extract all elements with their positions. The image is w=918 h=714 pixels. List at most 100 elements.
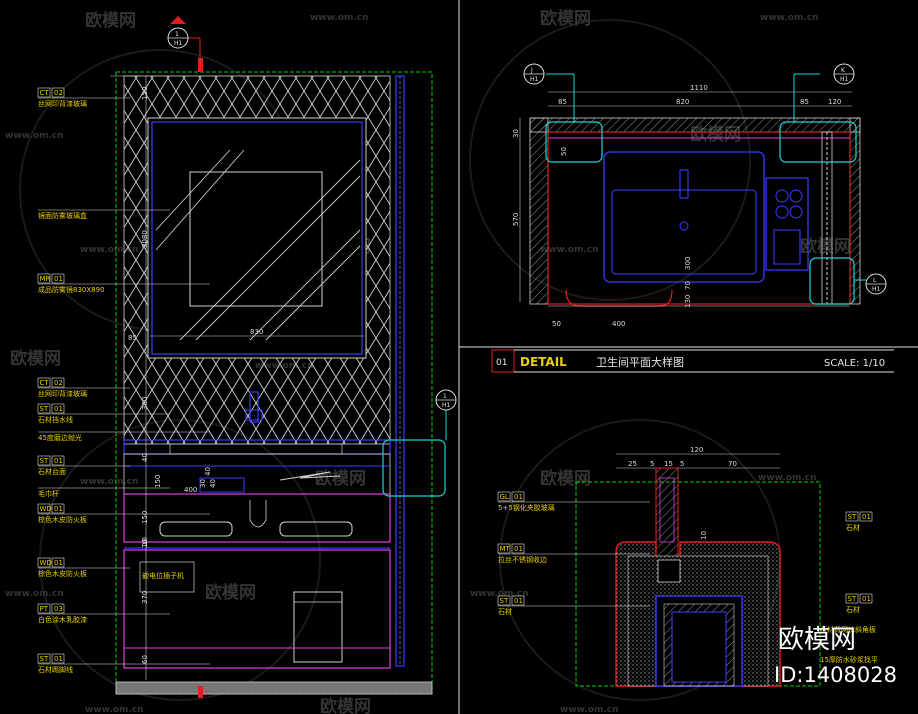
svg-text:85: 85 bbox=[800, 98, 809, 106]
detail_labels_left-text: 拉丝不锈钢收边 bbox=[498, 555, 547, 564]
svg-text:10: 10 bbox=[700, 531, 708, 540]
detail_labels_left-text: 石材 bbox=[498, 607, 512, 616]
watermark-site: www.om.cn bbox=[540, 245, 599, 255]
elevation_labels-text: 丝网印背漆玻璃 bbox=[38, 99, 87, 108]
elev-dim: 830 bbox=[250, 328, 263, 336]
elevation_labels-label: 毛巾杆 bbox=[38, 487, 170, 498]
detail-title-bar: 01 DETAIL 卫生间平面大样图 SCALE: 1/10 bbox=[491, 349, 894, 373]
elev-dim: 40 bbox=[209, 479, 217, 488]
section-detail: 120 25 5 15 5 70 10 bbox=[575, 446, 821, 687]
elevation_labels-code: WD bbox=[40, 505, 52, 513]
detail_labels_right-ref: 01 bbox=[862, 513, 871, 521]
svg-text:85: 85 bbox=[558, 98, 567, 106]
watermark-brand: 欧模网 bbox=[85, 10, 136, 31]
svg-text:570: 570 bbox=[512, 213, 520, 226]
watermark-brand: 欧模网 bbox=[10, 348, 61, 369]
svg-text:H1: H1 bbox=[530, 76, 539, 83]
detail_labels_right-ref: 01 bbox=[862, 595, 871, 603]
elevation_labels-ref: 01 bbox=[54, 559, 63, 567]
svg-text:H1: H1 bbox=[840, 76, 849, 83]
watermark-brand: 欧模网 bbox=[315, 468, 366, 489]
elev-dim: 150 bbox=[154, 475, 162, 488]
svg-text:K: K bbox=[841, 67, 846, 74]
watermark-site: www.om.cn bbox=[5, 589, 64, 599]
detail_labels_right-label: 15厚防水砂浆找平 bbox=[820, 655, 878, 664]
elev-dim: 300 bbox=[141, 397, 149, 410]
detail_labels_right-code: ST bbox=[848, 513, 857, 521]
elevation_labels-ref: 01 bbox=[54, 505, 63, 513]
svg-text:5: 5 bbox=[680, 460, 684, 468]
svg-text:50: 50 bbox=[560, 147, 568, 156]
outlet-note: 嵌电位插子机 bbox=[142, 571, 184, 580]
elevation_labels-code: CT bbox=[40, 379, 50, 387]
section-marker-plan-left: J H1 bbox=[523, 63, 575, 122]
watermark-brand: 欧模网 bbox=[320, 696, 371, 714]
svg-text:120: 120 bbox=[828, 98, 841, 106]
svg-text:L: L bbox=[873, 277, 877, 284]
elev-dim: 10 bbox=[141, 537, 149, 546]
watermark-site: www.om.cn bbox=[5, 131, 64, 141]
detail_labels_right-text: 石材背网抹斜角板 bbox=[820, 625, 876, 634]
section-marker-top: 1 H1 bbox=[167, 16, 201, 60]
elevation_labels-ref: 01 bbox=[54, 457, 63, 465]
detail_labels_left-ref: 01 bbox=[514, 597, 523, 605]
svg-text:15: 15 bbox=[664, 460, 673, 468]
elevation_labels-code: PT bbox=[40, 605, 49, 613]
elev-dim: 60 bbox=[141, 655, 149, 664]
elevation_labels-ref: 03 bbox=[54, 605, 63, 613]
elevation_labels-text: 镜面防雾玻璃盒 bbox=[38, 211, 87, 220]
plan-dim-total: 1110 bbox=[690, 84, 708, 92]
plan-drawing: 1110 85 820 85 120 30 570 50 50 400 300 bbox=[512, 84, 861, 328]
watermark-site: www.om.cn bbox=[760, 13, 819, 23]
watermark-brand: 欧模网 bbox=[800, 236, 851, 257]
elev-dim: 85 bbox=[128, 334, 137, 342]
svg-text:120: 120 bbox=[690, 446, 703, 454]
svg-text:1: 1 bbox=[175, 31, 179, 38]
elevation_labels-text: 45度磨边抛光 bbox=[38, 433, 82, 442]
svg-text:H1: H1 bbox=[174, 40, 183, 47]
detail_labels_left-ref: 01 bbox=[514, 493, 523, 501]
svg-text:1: 1 bbox=[443, 393, 447, 400]
elevation_labels-code: ST bbox=[40, 457, 49, 465]
detail_labels_right-text: 15厚防水砂浆找平 bbox=[820, 655, 878, 664]
watermark-site: www.om.cn bbox=[310, 13, 369, 23]
elevation_labels-code: MR bbox=[40, 275, 51, 283]
svg-text:30: 30 bbox=[512, 129, 520, 138]
svg-text:H1: H1 bbox=[872, 286, 881, 293]
detail_labels_left-ref: 01 bbox=[514, 545, 523, 553]
elevation_labels-ref: 01 bbox=[54, 405, 63, 413]
detail_labels_right-text: 石材 bbox=[846, 605, 860, 614]
svg-text:5: 5 bbox=[650, 460, 654, 468]
watermark-site: www.om.cn bbox=[470, 589, 529, 599]
elevation_labels-text: 毛巾杆 bbox=[38, 489, 59, 498]
elevation_labels-text: 棕色木皮防火板 bbox=[38, 569, 87, 578]
svg-text:70: 70 bbox=[728, 460, 737, 468]
elevation_labels-label: 镜面防雾玻璃盒 bbox=[38, 209, 170, 220]
elevation_labels-code: ST bbox=[40, 655, 49, 663]
svg-text:H1: H1 bbox=[442, 402, 451, 409]
watermark-site: www.om.cn bbox=[758, 473, 817, 483]
elev-dim: 150 bbox=[141, 511, 149, 524]
elevation_labels-text: 石材踢脚线 bbox=[38, 665, 73, 674]
elevation_labels-ref: 01 bbox=[54, 275, 63, 283]
watermark-site: www.om.cn bbox=[85, 705, 144, 714]
elev-dim: 10 bbox=[141, 539, 149, 548]
elevation_labels-text: 成品防雾镜830X890 bbox=[38, 285, 105, 294]
elevation_labels-code: WD bbox=[40, 559, 52, 567]
elevation-drawing: 嵌电位插子机 150 3080 85 830 300 40 150 10 400… bbox=[110, 58, 446, 698]
detail-title: 卫生间平面大样图 bbox=[596, 355, 684, 369]
detail_labels_right-code: ST bbox=[848, 595, 857, 603]
svg-text:300: 300 bbox=[684, 257, 692, 270]
